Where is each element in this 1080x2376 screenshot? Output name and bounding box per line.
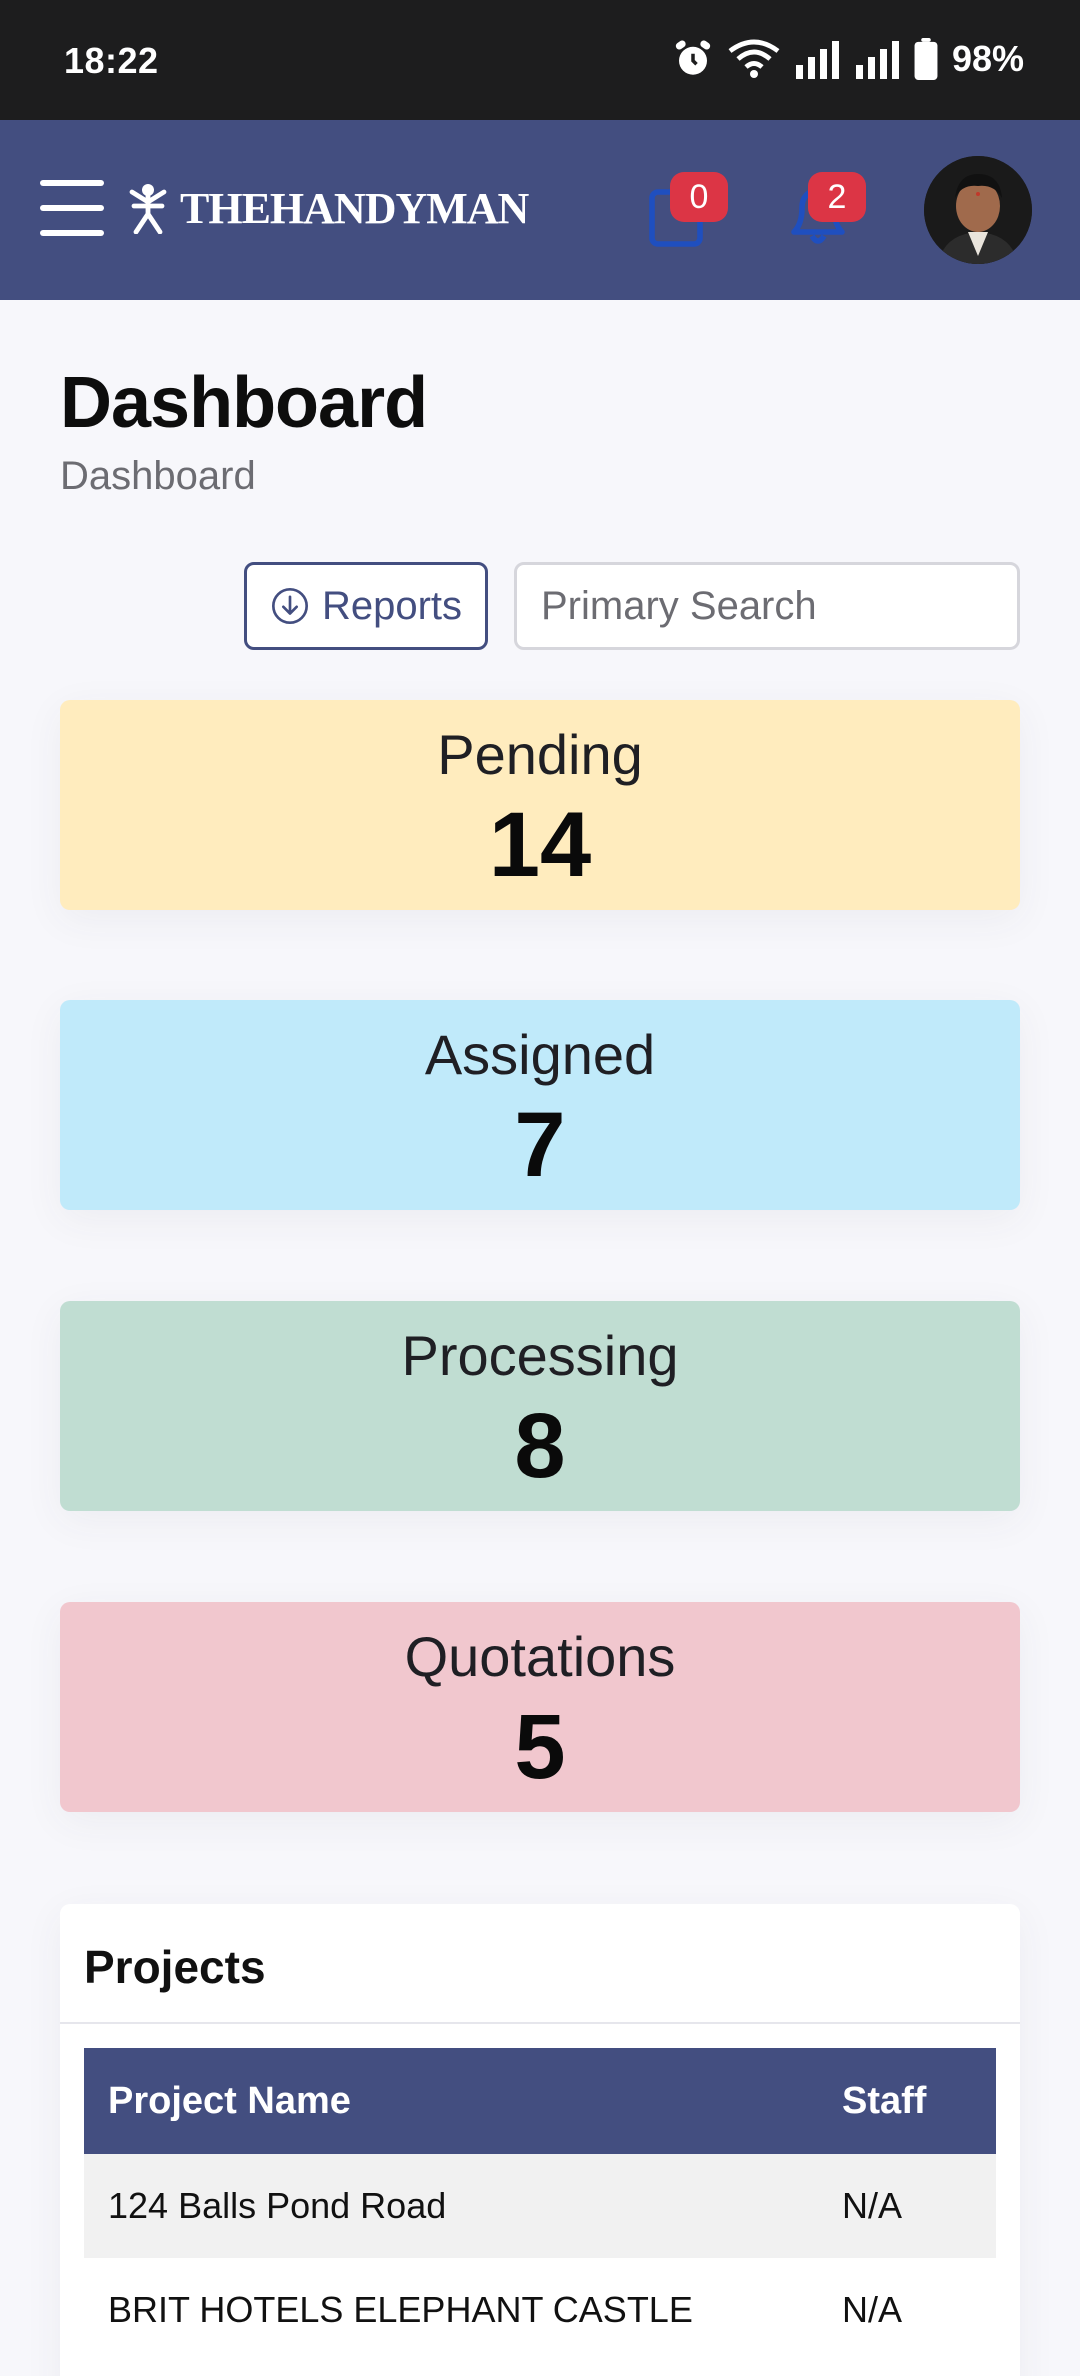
projects-panel: Projects Project Name Staff 124 Balls Po… <box>60 1904 1020 2376</box>
signal-icon <box>855 41 899 79</box>
processing-card[interactable]: Processing 8 <box>60 1301 1020 1511</box>
app-bar: THEHANDYMAN 0 2 <box>0 120 1080 300</box>
stat-value: 14 <box>488 794 592 896</box>
handyman-logo-icon <box>129 184 167 234</box>
status-time: 18:22 <box>64 40 159 81</box>
brand-name: THEHANDYMAN <box>180 183 529 233</box>
quotations-card[interactable]: Quotations 5 <box>60 1602 1020 1812</box>
cart-button[interactable]: 0 <box>640 172 728 252</box>
breadcrumb[interactable]: Dashboard <box>60 454 256 498</box>
primary-search-input[interactable] <box>514 562 1020 650</box>
table-header-row: Project Name Staff <box>84 2048 996 2154</box>
notification-count-badge: 2 <box>808 172 866 222</box>
pending-card[interactable]: Pending 14 <box>60 700 1020 910</box>
battery-level: 98% <box>951 38 1024 79</box>
staff-cell: N/A <box>842 2289 903 2330</box>
notifications-button[interactable]: 2 <box>778 172 866 252</box>
column-header-project-name[interactable]: Project Name <box>84 2048 826 2154</box>
cart-count-badge: 0 <box>670 172 728 222</box>
battery-icon <box>914 38 938 80</box>
app-logo[interactable]: THEHANDYMAN <box>124 182 529 234</box>
page-title: Dashboard <box>60 363 428 443</box>
stat-label: Assigned <box>424 1023 656 1086</box>
staff-cell: N/A <box>826 2154 996 2258</box>
project-name-cell: BRIT HOTELS ELEPHANT CASTLE <box>108 2289 693 2330</box>
status-bar: 18:22 98% <box>0 0 1080 120</box>
alarm-icon <box>675 40 711 75</box>
avatar-image <box>924 156 1032 264</box>
projects-title: Projects <box>84 1941 266 1993</box>
menu-icon-line <box>40 205 104 211</box>
status-icons: 98% <box>672 38 1024 80</box>
reports-button[interactable]: Reports <box>244 562 488 650</box>
stat-label: Processing <box>401 1324 679 1387</box>
download-circle-icon <box>271 588 308 624</box>
assigned-card[interactable]: Assigned 7 <box>60 1000 1020 1210</box>
stat-value: 7 <box>514 1094 566 1196</box>
reports-button-label: Reports <box>321 583 463 628</box>
stat-value: 5 <box>514 1696 566 1798</box>
divider <box>60 2022 1020 2024</box>
column-header-staff[interactable]: Staff <box>826 2048 996 2154</box>
menu-icon-line <box>40 180 104 186</box>
table-row[interactable]: BRIT HOTELS ELEPHANT CASTLE N/A <box>84 2258 996 2362</box>
stat-label: Quotations <box>404 1625 676 1688</box>
stat-label: Pending <box>437 723 643 786</box>
user-avatar[interactable] <box>924 156 1032 264</box>
signal-icon <box>795 41 839 79</box>
stat-value: 8 <box>514 1395 566 1497</box>
table-row[interactable]: 124 Balls Pond Road N/A <box>84 2154 996 2258</box>
project-name-cell: 124 Balls Pond Road <box>84 2154 826 2258</box>
wifi-icon <box>728 39 780 78</box>
projects-table: Project Name Staff 124 Balls Pond Road N… <box>84 2048 996 2362</box>
menu-button[interactable] <box>40 180 104 236</box>
menu-icon-line <box>40 230 104 236</box>
